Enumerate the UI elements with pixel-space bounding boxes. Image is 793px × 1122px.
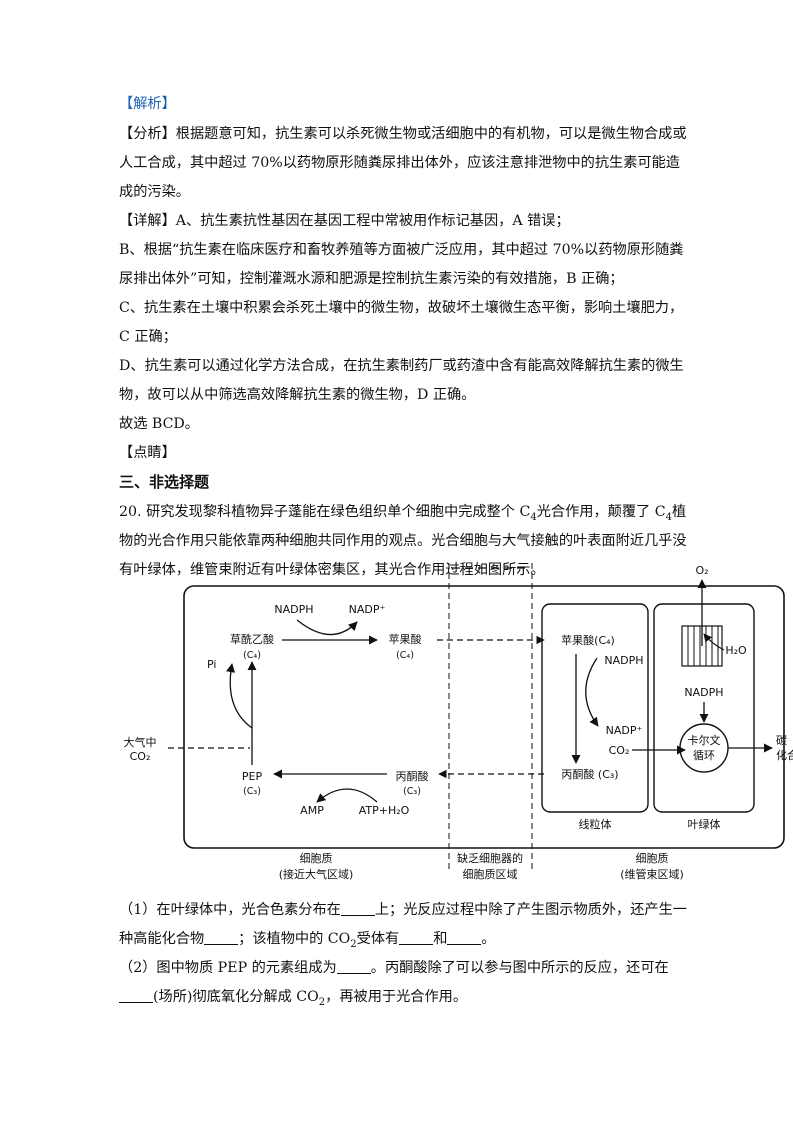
nadph-mito: NADPH xyxy=(604,654,643,667)
pyruvate-mito: 丙酮酸 (C₃) xyxy=(561,767,618,781)
oxaloacetate: 草酰乙酸 xyxy=(230,632,274,646)
pyruvate-left: 丙酮酸 xyxy=(396,769,429,783)
answer-blank-1[interactable] xyxy=(340,901,375,916)
dianjing-tag: 【点睛】 xyxy=(119,445,176,461)
detail-line-a: 【详解】A、抗生素抗性基因在基因工程中常被用作标记基因，A 错误； xyxy=(119,213,570,229)
malate-left-c4: (C₄) xyxy=(396,650,414,661)
nadp-mito: NADP⁺ xyxy=(606,724,643,737)
fenxi-tag: 【分析】 xyxy=(119,126,176,142)
question-line-2: 物的光合作用只能依靠两种细胞共同作用的观点。光合细胞与大气接触的叶表面附近几乎没 xyxy=(119,533,687,549)
answer-line: 故选 BCD。 xyxy=(119,416,199,432)
nadp-left: NADP⁺ xyxy=(349,603,386,616)
region-cytoplasm-vascular: 细胞质 xyxy=(636,852,669,865)
chloroplast-label: 叶绿体 xyxy=(688,817,721,831)
region-organelle-free: 缺乏细胞器的 xyxy=(457,851,523,865)
malate-mito: 苹果酸(C₄) xyxy=(561,633,615,647)
detail-line-d2: 物，故可以从中筛选高效降解抗生素的微生物，D 正确。 xyxy=(119,387,476,403)
mitochondrion-label: 线粒体 xyxy=(579,817,612,831)
question-number: 20. xyxy=(119,504,142,520)
answer-blank-5[interactable] xyxy=(336,959,371,974)
region-cytoplasm-air-desc: (接近大气区域) xyxy=(279,867,354,881)
sub-question-2-line-2: (场所)彻底氧化分解成 CO2，再被用于光合作用。 xyxy=(119,987,467,1013)
question-line-1: 20. 研究发现黎科植物异子蓬能在绿色组织单个细胞中完成整个 C4光合作用，颠覆… xyxy=(119,504,687,523)
nadph-chloro: NADPH xyxy=(684,686,723,699)
detail-line-b1: B、根据“抗生素在临床医疗和畜牧养殖等方面被广泛应用，其中超过 70%以药物原形… xyxy=(119,242,684,258)
pep-label: PEP xyxy=(242,770,263,783)
atp-label: ATP+H₂O xyxy=(359,804,410,817)
answer-blank-3[interactable] xyxy=(399,930,434,945)
arrow-nadph-arc xyxy=(296,619,358,636)
calvin-label-1: 卡尔文 xyxy=(688,733,721,747)
carbon-compound-1: 碳 xyxy=(776,733,787,747)
sub-question-1-line-2: 种高能化合物；该植物中的 CO2受体有和。 xyxy=(119,930,496,950)
cell-boundary xyxy=(183,585,785,849)
calvin-label-2: 循环 xyxy=(693,749,715,762)
nadph-left: NADPH xyxy=(274,603,313,616)
detail-line-c1: C、抗生素在土壤中积累会杀死土壤中的微生物，故破坏土壤微生态平衡，影响土壤肥力， xyxy=(119,300,684,316)
mitochondrion xyxy=(541,603,649,813)
detail-line-d1: D、抗生素可以通过化学方法合成，在抗生素制药厂或药渣中含有能高效降解抗生素的微生 xyxy=(119,358,684,374)
sub-question-2-line-1: （2）图中物质 PEP 的元素组成为。丙酮酸除了可以参与图中所示的反应，还可在 xyxy=(119,959,669,976)
analysis-line-1: 【分析】根据题意可知，抗生素可以杀死微生物或活细胞中的有机物，可以是微生物合成或 xyxy=(119,126,687,142)
air-co2-formula: CO₂ xyxy=(130,750,151,763)
analysis-tag: 【解析】 xyxy=(119,96,176,112)
arrow-pi-curve xyxy=(226,663,253,729)
amp-label: AMP xyxy=(300,804,324,817)
co2-mito: CO₂ xyxy=(609,744,630,757)
photosynthesis-diagram: NADPH NADP⁺ 草酰乙酸 (C₄) 苹果酸 (C₄) Pi 大气中 CO… xyxy=(124,563,793,881)
answer-blank-6[interactable] xyxy=(119,988,153,1003)
answer-blank-4[interactable] xyxy=(447,930,482,945)
section-title: 三、非选择题 xyxy=(119,473,210,491)
malate-left: 苹果酸 xyxy=(389,632,422,646)
calvin-cycle xyxy=(679,723,729,773)
air-co2-label: 大气中 xyxy=(124,735,157,749)
pep-c3: (C₃) xyxy=(243,786,261,797)
o2-label: O₂ xyxy=(695,564,708,577)
arrow-h2o-split xyxy=(703,633,725,651)
analysis-line-2: 人工合成，其中超过 70%以药物原形随粪尿排出体外，应该注意排泄物中的抗生素可能… xyxy=(119,155,680,171)
detail-line-b2: 尿排出体外”可知，控制灌溉水源和肥源是控制抗生素污染的有效措施，B 正确； xyxy=(119,271,624,287)
oxaloacetate-c4: (C₄) xyxy=(243,650,261,661)
region-cytoplasm-air: 细胞质 xyxy=(300,852,333,865)
detail-line-c2: C 正确； xyxy=(119,329,177,345)
arrow-mito-nadph-curve xyxy=(585,657,599,727)
pyruvate-left-c3: (C₃) xyxy=(403,786,421,797)
pi-label: Pi xyxy=(207,658,216,671)
region-organelle-free-desc: 细胞质区域 xyxy=(463,868,518,881)
xiangjie-tag: 【详解】 xyxy=(119,213,176,229)
answer-blank-2[interactable] xyxy=(204,930,239,945)
h2o-label: H₂O xyxy=(725,644,747,657)
question-line-3: 有叶绿体，维管束附近有叶绿体密集区，其光合作用过程如图所示。 xyxy=(119,562,545,578)
region-cytoplasm-vascular-desc: (维管束区域) xyxy=(620,867,684,881)
sub-question-1-line-1: （1）在叶绿体中，光合色素分布在上；光反应过程中除了产生图示物质外，还产生一 xyxy=(119,901,687,918)
analysis-line-3: 成的污染。 xyxy=(119,184,190,200)
arrow-atp-arc xyxy=(316,788,378,803)
carbon-compound-2: 化合 xyxy=(776,748,793,762)
chloroplast xyxy=(653,603,755,813)
